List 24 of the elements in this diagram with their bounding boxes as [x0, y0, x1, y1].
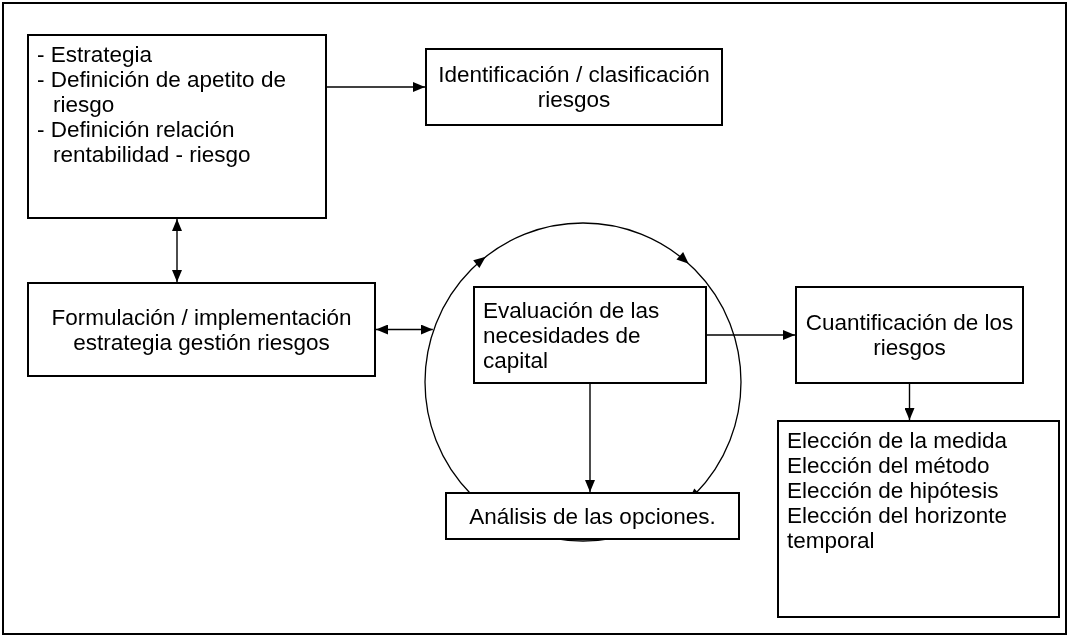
- arrow: [585, 383, 595, 493]
- text-box: [27, 34, 327, 219]
- box-text: Análisis de las opciones.: [469, 503, 716, 529]
- process-box: [425, 48, 723, 126]
- arrow: [375, 324, 434, 335]
- arrow: [706, 330, 796, 340]
- box-text: Formulación / implementación estrategia gestión riesgos: [50, 304, 353, 355]
- arrow: [904, 383, 915, 421]
- box-text: - Estrategia: [37, 42, 154, 67]
- box-text: Elección de la medida: [787, 428, 1009, 453]
- box-text: Identificación / clasificación riesgos: [437, 62, 711, 112]
- process-box: [795, 286, 1024, 384]
- box-text: Elección del método: [787, 453, 991, 478]
- arrow: [172, 218, 182, 283]
- box-text: Elección de hipótesis: [787, 478, 1000, 503]
- process-box: [27, 282, 376, 377]
- box-text: Cuantificación de los riesgos: [804, 310, 1015, 360]
- text-box: [777, 420, 1060, 618]
- arrow: [326, 82, 426, 92]
- box-text: - Definición de apetito de riesgo: [37, 67, 287, 117]
- box-text: - Definición relación rentabilidad - riesgo: [37, 117, 252, 167]
- box-text: Elección del horizonte temporal: [787, 503, 1009, 553]
- process-box: [473, 286, 707, 384]
- box-text: Evaluación de las necesidades de capital: [483, 297, 661, 373]
